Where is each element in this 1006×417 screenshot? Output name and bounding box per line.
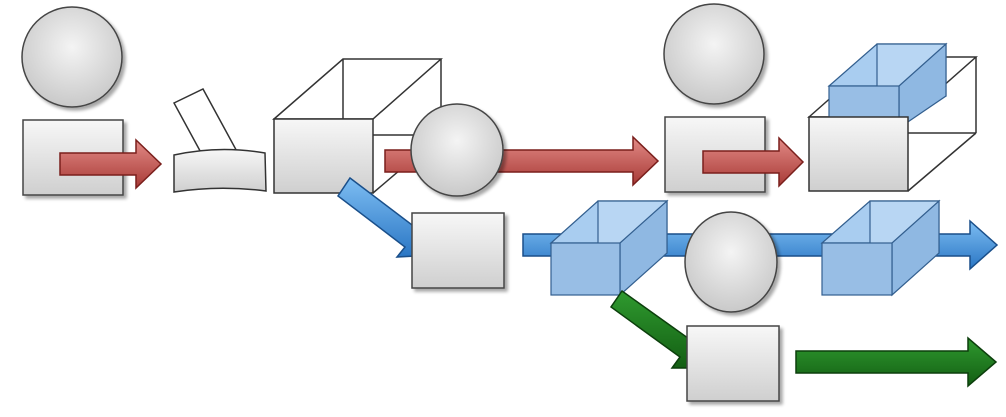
blue-box-icon xyxy=(827,42,948,130)
open-box-icon xyxy=(271,58,443,194)
person-icon xyxy=(410,103,504,197)
blue-box-icon xyxy=(820,199,941,297)
person-body xyxy=(411,212,505,289)
blue-box-icon xyxy=(549,199,669,297)
person-body xyxy=(686,325,780,402)
tool-icon xyxy=(172,88,267,193)
open-box-front xyxy=(808,116,909,192)
arrow-icon xyxy=(795,336,998,388)
arrow-icon xyxy=(59,138,163,190)
person-icon xyxy=(684,211,778,313)
arrow-icon xyxy=(702,136,805,188)
